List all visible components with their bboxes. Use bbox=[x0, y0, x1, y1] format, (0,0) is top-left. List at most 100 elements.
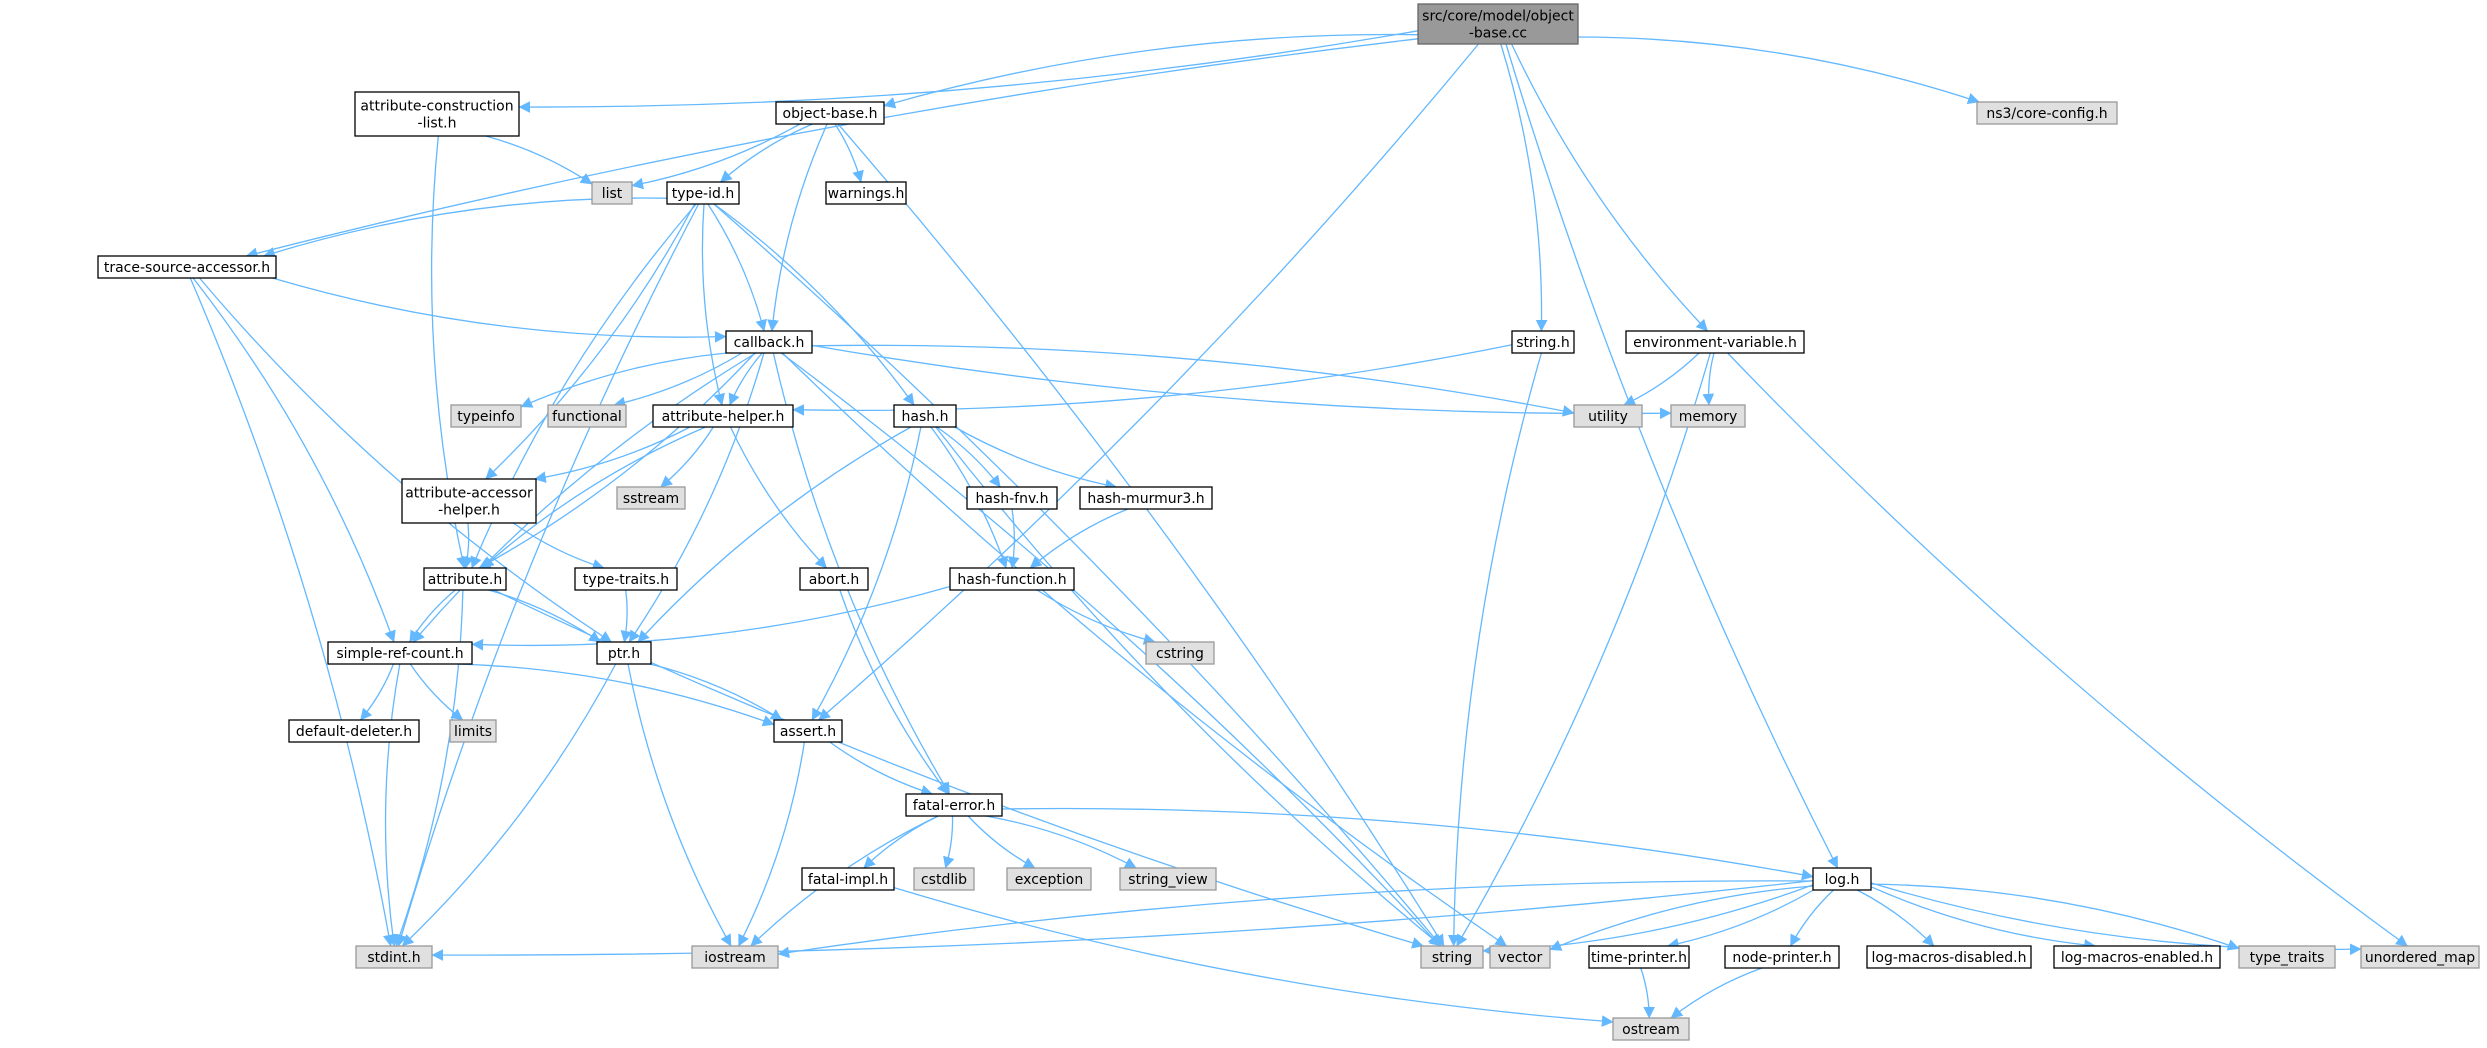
node-utility: utility bbox=[1573, 404, 1643, 428]
node-memory: memory bbox=[1670, 404, 1746, 428]
edge-ptr-to-iostream bbox=[627, 663, 732, 947]
node-assert[interactable]: assert.h bbox=[773, 719, 843, 743]
edge-type_id-to-callback bbox=[707, 203, 767, 332]
edge-fatal_error-to-string_view bbox=[985, 815, 1137, 869]
node-hash[interactable]: hash.h bbox=[893, 404, 957, 428]
edge-object_base-to-warnings bbox=[834, 123, 864, 183]
edges-layer bbox=[189, 30, 2408, 1027]
edge-type_id-to-string bbox=[713, 203, 1442, 947]
node-label-attr_constr: attribute-construction bbox=[360, 99, 513, 115]
edge-root-to-log bbox=[1505, 43, 1839, 869]
edge-log-to-stdint bbox=[431, 879, 1814, 961]
node-label-cstdlib: cstdlib bbox=[921, 872, 967, 888]
edge-simple_ref-to-assert bbox=[457, 663, 775, 727]
node-label-attribute: attribute.h bbox=[428, 572, 502, 588]
node-label-default_deleter: default-deleter.h bbox=[296, 724, 412, 740]
node-box-callback bbox=[725, 330, 813, 354]
node-fatal_error[interactable]: fatal-error.h bbox=[905, 793, 1003, 817]
node-label-unordered_map: unordered_map bbox=[2365, 950, 2475, 966]
edge-trace_src-to-stdint bbox=[189, 277, 395, 947]
node-box-typeinfo bbox=[450, 404, 522, 428]
node-box-type_id bbox=[666, 181, 740, 205]
edge-root-to-trace_src bbox=[245, 38, 1419, 259]
node-label-memory: memory bbox=[1679, 409, 1738, 425]
edge-node_printer-to-ostream bbox=[1670, 967, 1763, 1019]
node-label-abort: abort.h bbox=[809, 572, 860, 588]
node-root[interactable]: src/core/model/object-base.cc bbox=[1417, 3, 1579, 45]
node-box-ostream bbox=[1612, 1017, 1690, 1041]
node-env_var[interactable]: environment-variable.h bbox=[1625, 330, 1805, 354]
edge-root-to-object_base bbox=[883, 33, 1419, 109]
node-attribute[interactable]: attribute.h bbox=[423, 567, 507, 591]
node-label-string_view: string_view bbox=[1128, 872, 1207, 888]
node-label-object_base: object-base.h bbox=[783, 106, 878, 122]
node-label-attr_constr: -list.h bbox=[418, 116, 457, 132]
edge-log-to-unordered_map bbox=[1870, 882, 2362, 956]
node-label-env_var: environment-variable.h bbox=[1633, 335, 1797, 351]
edge-ptr-to-stdint bbox=[401, 663, 617, 947]
node-trace_src[interactable]: trace-source-accessor.h bbox=[97, 255, 277, 279]
node-box-stdint bbox=[355, 945, 433, 969]
node-label-log_en: log-macros-enabled.h bbox=[2061, 950, 2213, 966]
node-label-assert: assert.h bbox=[780, 724, 836, 740]
node-type_traits_h[interactable]: type-traits.h bbox=[574, 567, 678, 591]
node-label-string_h: string.h bbox=[1516, 335, 1570, 351]
edge-object_base-to-type_id bbox=[720, 123, 813, 183]
node-label-hash_murmur: hash-murmur3.h bbox=[1087, 491, 1204, 507]
edge-callback-to-memory bbox=[811, 344, 1672, 420]
node-label-limits: limits bbox=[454, 724, 492, 740]
edge-trace_src-to-callback bbox=[272, 277, 727, 343]
node-box-limits bbox=[449, 719, 497, 743]
node-box-env_var bbox=[1625, 330, 1805, 354]
node-hash_murmur[interactable]: hash-murmur3.h bbox=[1079, 486, 1213, 510]
node-string_h[interactable]: string.h bbox=[1511, 330, 1575, 354]
node-iostream: iostream bbox=[691, 945, 779, 969]
node-simple_ref[interactable]: simple-ref-count.h bbox=[327, 641, 473, 665]
node-box-attr_helper bbox=[652, 404, 794, 428]
node-box-type_traits bbox=[2238, 945, 2336, 969]
edge-fatal_impl-to-ostream bbox=[893, 886, 1614, 1027]
node-ptr[interactable]: ptr.h bbox=[596, 641, 652, 665]
node-log[interactable]: log.h bbox=[1812, 867, 1872, 891]
node-time_printer[interactable]: time-printer.h bbox=[1588, 945, 1690, 969]
node-node_printer[interactable]: node-printer.h bbox=[1724, 945, 1840, 969]
node-box-memory bbox=[1670, 404, 1746, 428]
node-warnings[interactable]: warnings.h bbox=[825, 181, 907, 205]
node-label-stdint: stdint.h bbox=[367, 950, 420, 966]
node-label-fatal_error: fatal-error.h bbox=[913, 798, 995, 814]
node-hash_fnv[interactable]: hash-fnv.h bbox=[966, 486, 1058, 510]
edge-callback-to-attribute bbox=[478, 352, 756, 569]
node-attr_constr[interactable]: attribute-construction-list.h bbox=[354, 91, 520, 137]
node-abort[interactable]: abort.h bbox=[799, 567, 869, 591]
edge-callback-to-attr_helper bbox=[728, 352, 763, 406]
edge-hash-to-ptr bbox=[637, 426, 912, 643]
node-functional: functional bbox=[547, 404, 627, 428]
node-callback[interactable]: callback.h bbox=[725, 330, 813, 354]
node-fatal_impl[interactable]: fatal-impl.h bbox=[801, 867, 895, 891]
node-log_dis[interactable]: log-macros-disabled.h bbox=[1866, 945, 2032, 969]
node-label-fatal_impl: fatal-impl.h bbox=[808, 872, 888, 888]
node-box-simple_ref bbox=[327, 641, 473, 665]
edge-callback-to-functional bbox=[613, 352, 743, 409]
node-attr_helper[interactable]: attribute-helper.h bbox=[652, 404, 794, 428]
node-label-string: string bbox=[1432, 950, 1472, 966]
node-label-hash_func: hash-function.h bbox=[957, 572, 1066, 588]
edge-log-to-time_printer bbox=[1667, 889, 1814, 950]
node-box-log bbox=[1812, 867, 1872, 891]
node-label-trace_src: trace-source-accessor.h bbox=[104, 260, 270, 276]
node-log_en[interactable]: log-macros-enabled.h bbox=[2053, 945, 2221, 969]
node-object_base[interactable]: object-base.h bbox=[775, 101, 885, 125]
node-box-time_printer bbox=[1588, 945, 1690, 969]
node-type_id[interactable]: type-id.h bbox=[666, 181, 740, 205]
node-label-type_id: type-id.h bbox=[672, 186, 734, 202]
edge-attr_acc_helper-to-type_traits_h bbox=[512, 522, 605, 571]
node-box-hash_murmur bbox=[1079, 486, 1213, 510]
node-hash_func[interactable]: hash-function.h bbox=[949, 567, 1075, 591]
node-default_deleter[interactable]: default-deleter.h bbox=[288, 719, 420, 743]
edge-attribute-to-ptr bbox=[488, 589, 601, 643]
node-attr_acc_helper[interactable]: attribute-accessor-helper.h bbox=[401, 478, 537, 524]
edge-callback-to-vector bbox=[781, 352, 1508, 947]
node-box-exception bbox=[1006, 867, 1092, 891]
node-box-default_deleter bbox=[288, 719, 420, 743]
node-label-attr_acc_helper: attribute-accessor bbox=[405, 486, 533, 502]
